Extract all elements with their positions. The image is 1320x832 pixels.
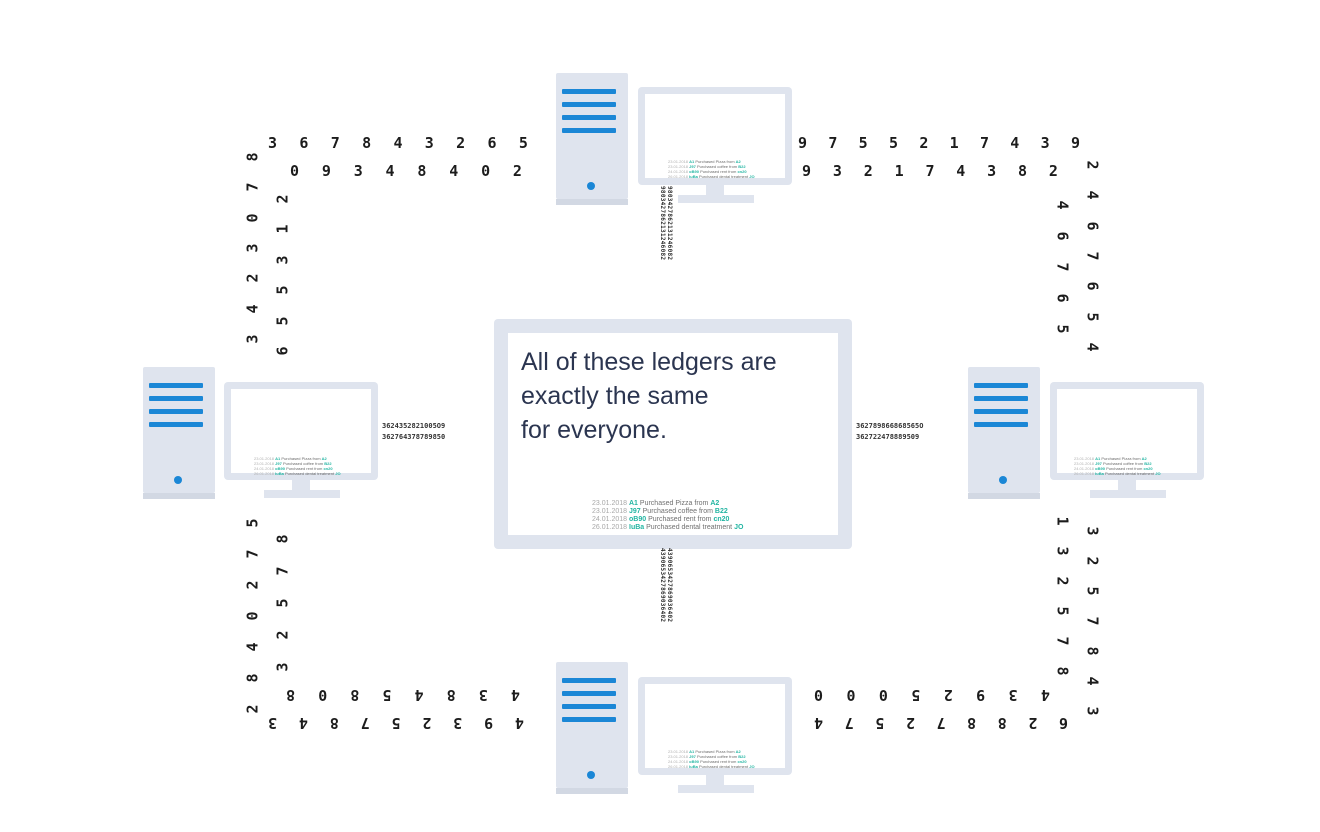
ledger-row: 24.01.2018 oB90 Purchased rent from cn20: [592, 516, 730, 523]
data-stream-top: 9803427862131246082 9803427862131246082: [659, 186, 673, 261]
server-tower-top: [556, 73, 628, 205]
center-monitor: [494, 319, 852, 549]
monitor-right: 23.01.2018 A1 Purchased Pizza from A2 23…: [1050, 382, 1204, 480]
ledger-row: 23.01.2018 A1 Purchased Pizza from A2: [592, 500, 720, 507]
monitor-left: 23.01.2018 A1 Purchased Pizza from A2 23…: [224, 382, 378, 480]
monitor-top: 23.01.2018 A1 Purchased Pizza from A2 23…: [638, 87, 792, 185]
mini-ledger: 23.01.2018 A1 Purchased Pizza from A2 23…: [1074, 456, 1161, 476]
ledger-row: 23.01.2018 J97 Purchased coffee from B22: [592, 508, 728, 515]
mini-ledger: 23.01.2018 A1 Purchased Pizza from A2 23…: [668, 159, 755, 179]
caption-line-2: exactly the same: [521, 382, 709, 410]
power-led: [999, 476, 1007, 484]
data-stream-bottom: 4390653427869036402 4390653427869036402: [659, 548, 673, 623]
server-tower-bottom: [556, 662, 628, 794]
ledger-row: 26.01.2018 IuBa Purchased dental treatme…: [592, 524, 744, 531]
power-led: [174, 476, 182, 484]
ledger-caption: All of these ledgers are exactly the sam…: [521, 345, 777, 447]
server-tower-right: [968, 367, 1040, 499]
data-stream-right: 362789866868565O 362722478889509: [856, 422, 924, 441]
mini-ledger: 23.01.2018 A1 Purchased Pizza from A2 23…: [254, 456, 341, 476]
power-led: [587, 771, 595, 779]
mini-ledger: 23.01.2018 A1 Purchased Pizza from A2 23…: [668, 749, 755, 769]
center-ledger: 23.01.2018 A1 Purchased Pizza from A2 23…: [592, 500, 792, 534]
caption-line-1: All of these ledgers are: [521, 348, 777, 376]
power-led: [587, 182, 595, 190]
monitor-bottom: 23.01.2018 A1 Purchased Pizza from A2 23…: [638, 677, 792, 775]
data-stream-left: 3624352821005O9 362764378789850: [382, 422, 446, 441]
center-monitor-screen: [508, 333, 838, 535]
caption-line-3: for everyone.: [521, 416, 667, 444]
server-tower-left: [143, 367, 215, 499]
